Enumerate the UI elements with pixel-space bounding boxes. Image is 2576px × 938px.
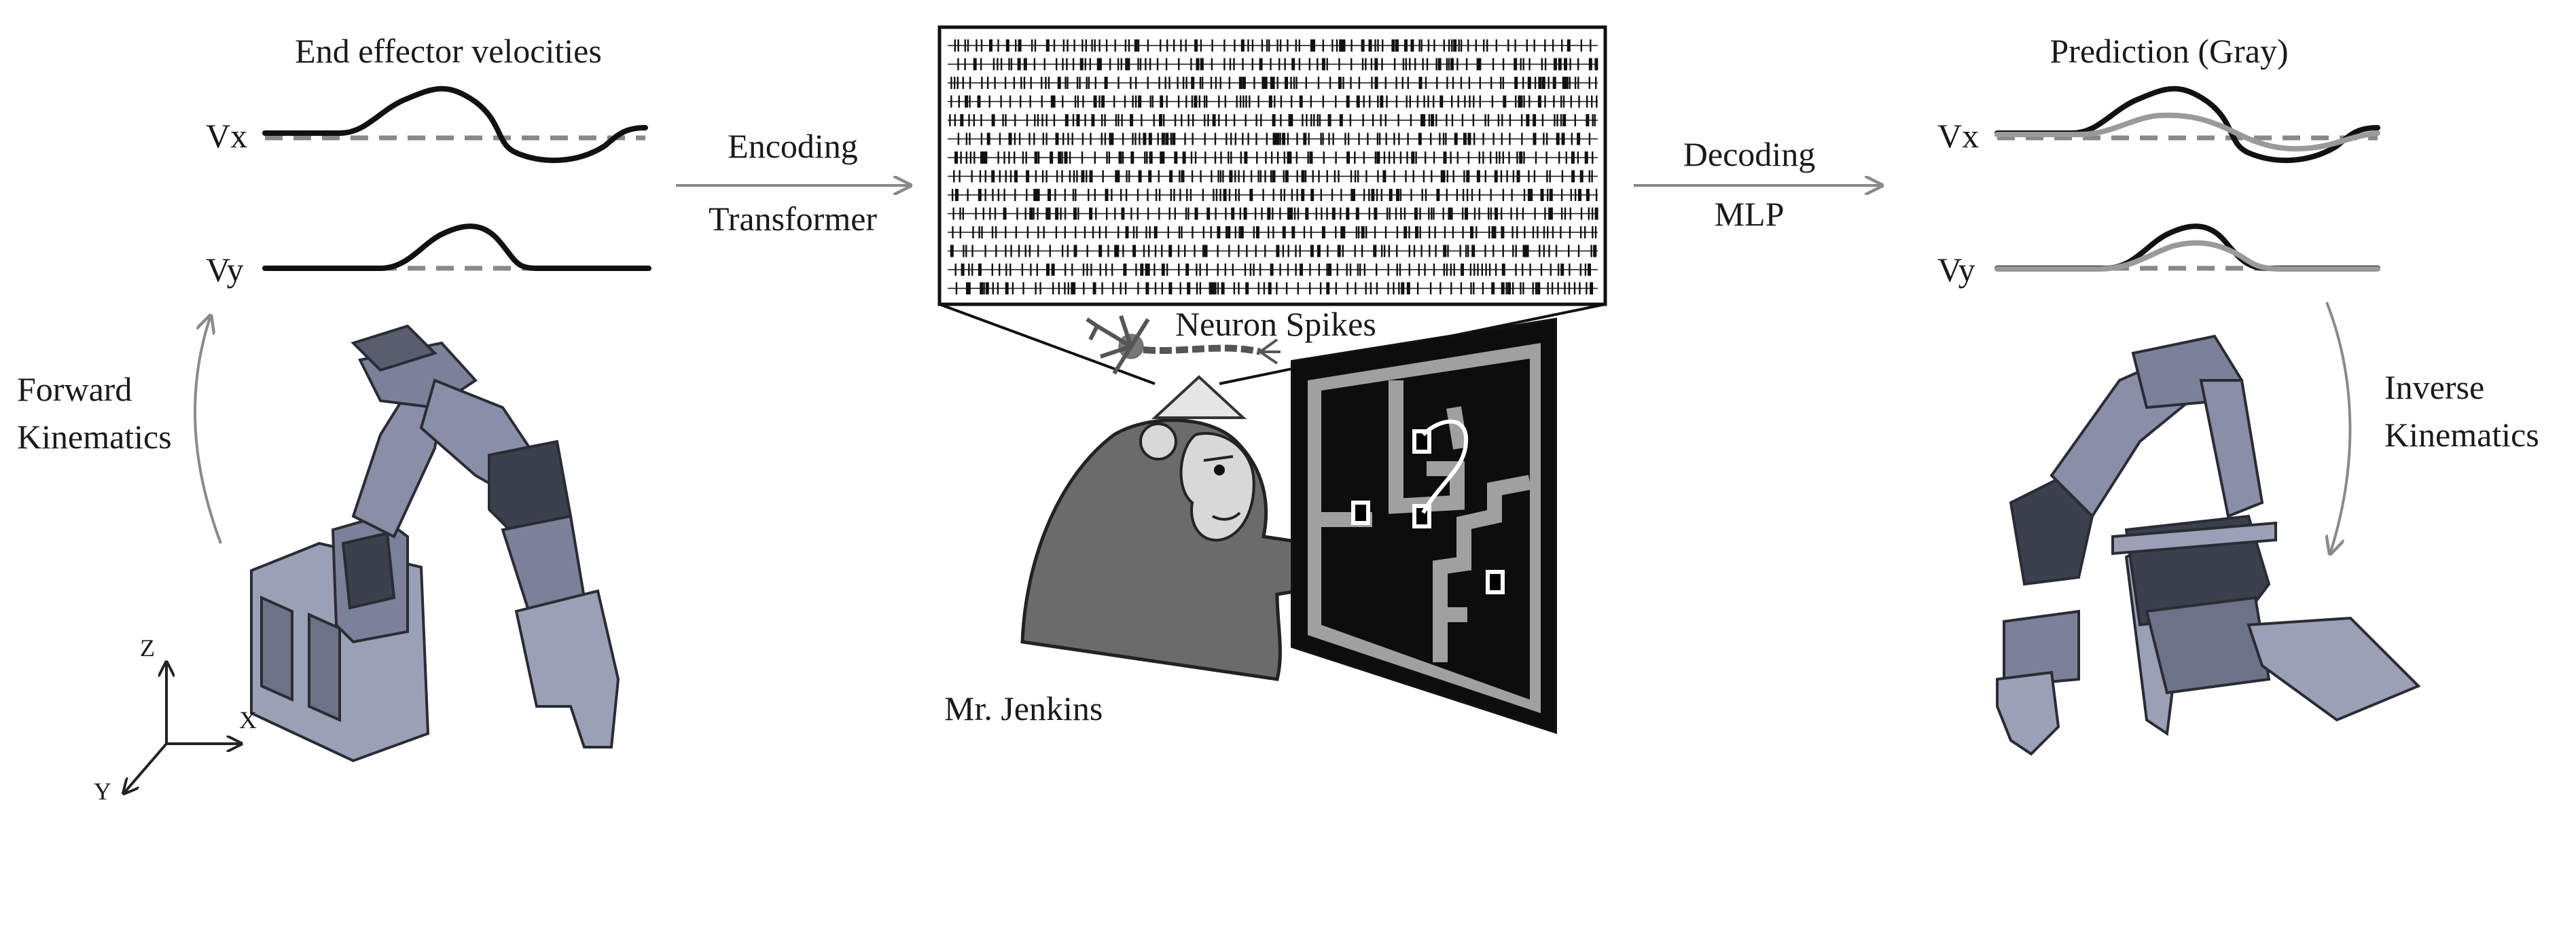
inverse-label: Inverse: [2384, 368, 2485, 406]
transformer-label: Transformer: [708, 200, 878, 238]
vx-label-right: Vx: [1937, 117, 1980, 155]
forward-kinematics-label: Kinematics: [17, 418, 172, 456]
inverse-kinematics-arrow: [2327, 302, 2352, 554]
monkey-illustration: [1020, 375, 1433, 681]
vx-label-left: Vx: [206, 117, 248, 155]
mr-jenkins-label: Mr. Jenkins: [944, 689, 1103, 727]
vy-plot-right: [1994, 223, 2380, 272]
forward-label: Forward: [17, 370, 132, 408]
vy-label-left: Vy: [206, 251, 244, 289]
spike-raster: [937, 25, 1607, 306]
forward-kinematics-arrow: [194, 316, 222, 544]
robot-arm-right: [1996, 334, 2421, 756]
neuron-spikes-label: Neuron Spikes: [1175, 305, 1376, 343]
spike-rows: [948, 39, 1598, 295]
axis-z-label: Z: [140, 634, 155, 662]
axis-y-label: Y: [94, 778, 111, 805]
neuron-icon: [1086, 315, 1281, 375]
inverse-kinematics-label: Kinematics: [2384, 416, 2539, 454]
decoding-label: Decoding: [1683, 135, 1816, 173]
vy-plot-left: [262, 223, 651, 271]
velocities-title: End effector velocities: [295, 32, 602, 70]
encoding-label: Encoding: [728, 127, 858, 165]
axis-x-label: X: [239, 706, 257, 734]
maze-screen: [1291, 317, 1557, 734]
robot-arm-left: [250, 324, 620, 763]
axis-triad: [124, 662, 241, 793]
mlp-label: MLP: [1714, 195, 1785, 233]
prediction-title: Prediction (Gray): [2050, 32, 2289, 70]
vy-label-right: Vy: [1937, 251, 1975, 289]
vx-plot-left: [262, 86, 648, 164]
vx-plot-right: [1994, 86, 2380, 164]
